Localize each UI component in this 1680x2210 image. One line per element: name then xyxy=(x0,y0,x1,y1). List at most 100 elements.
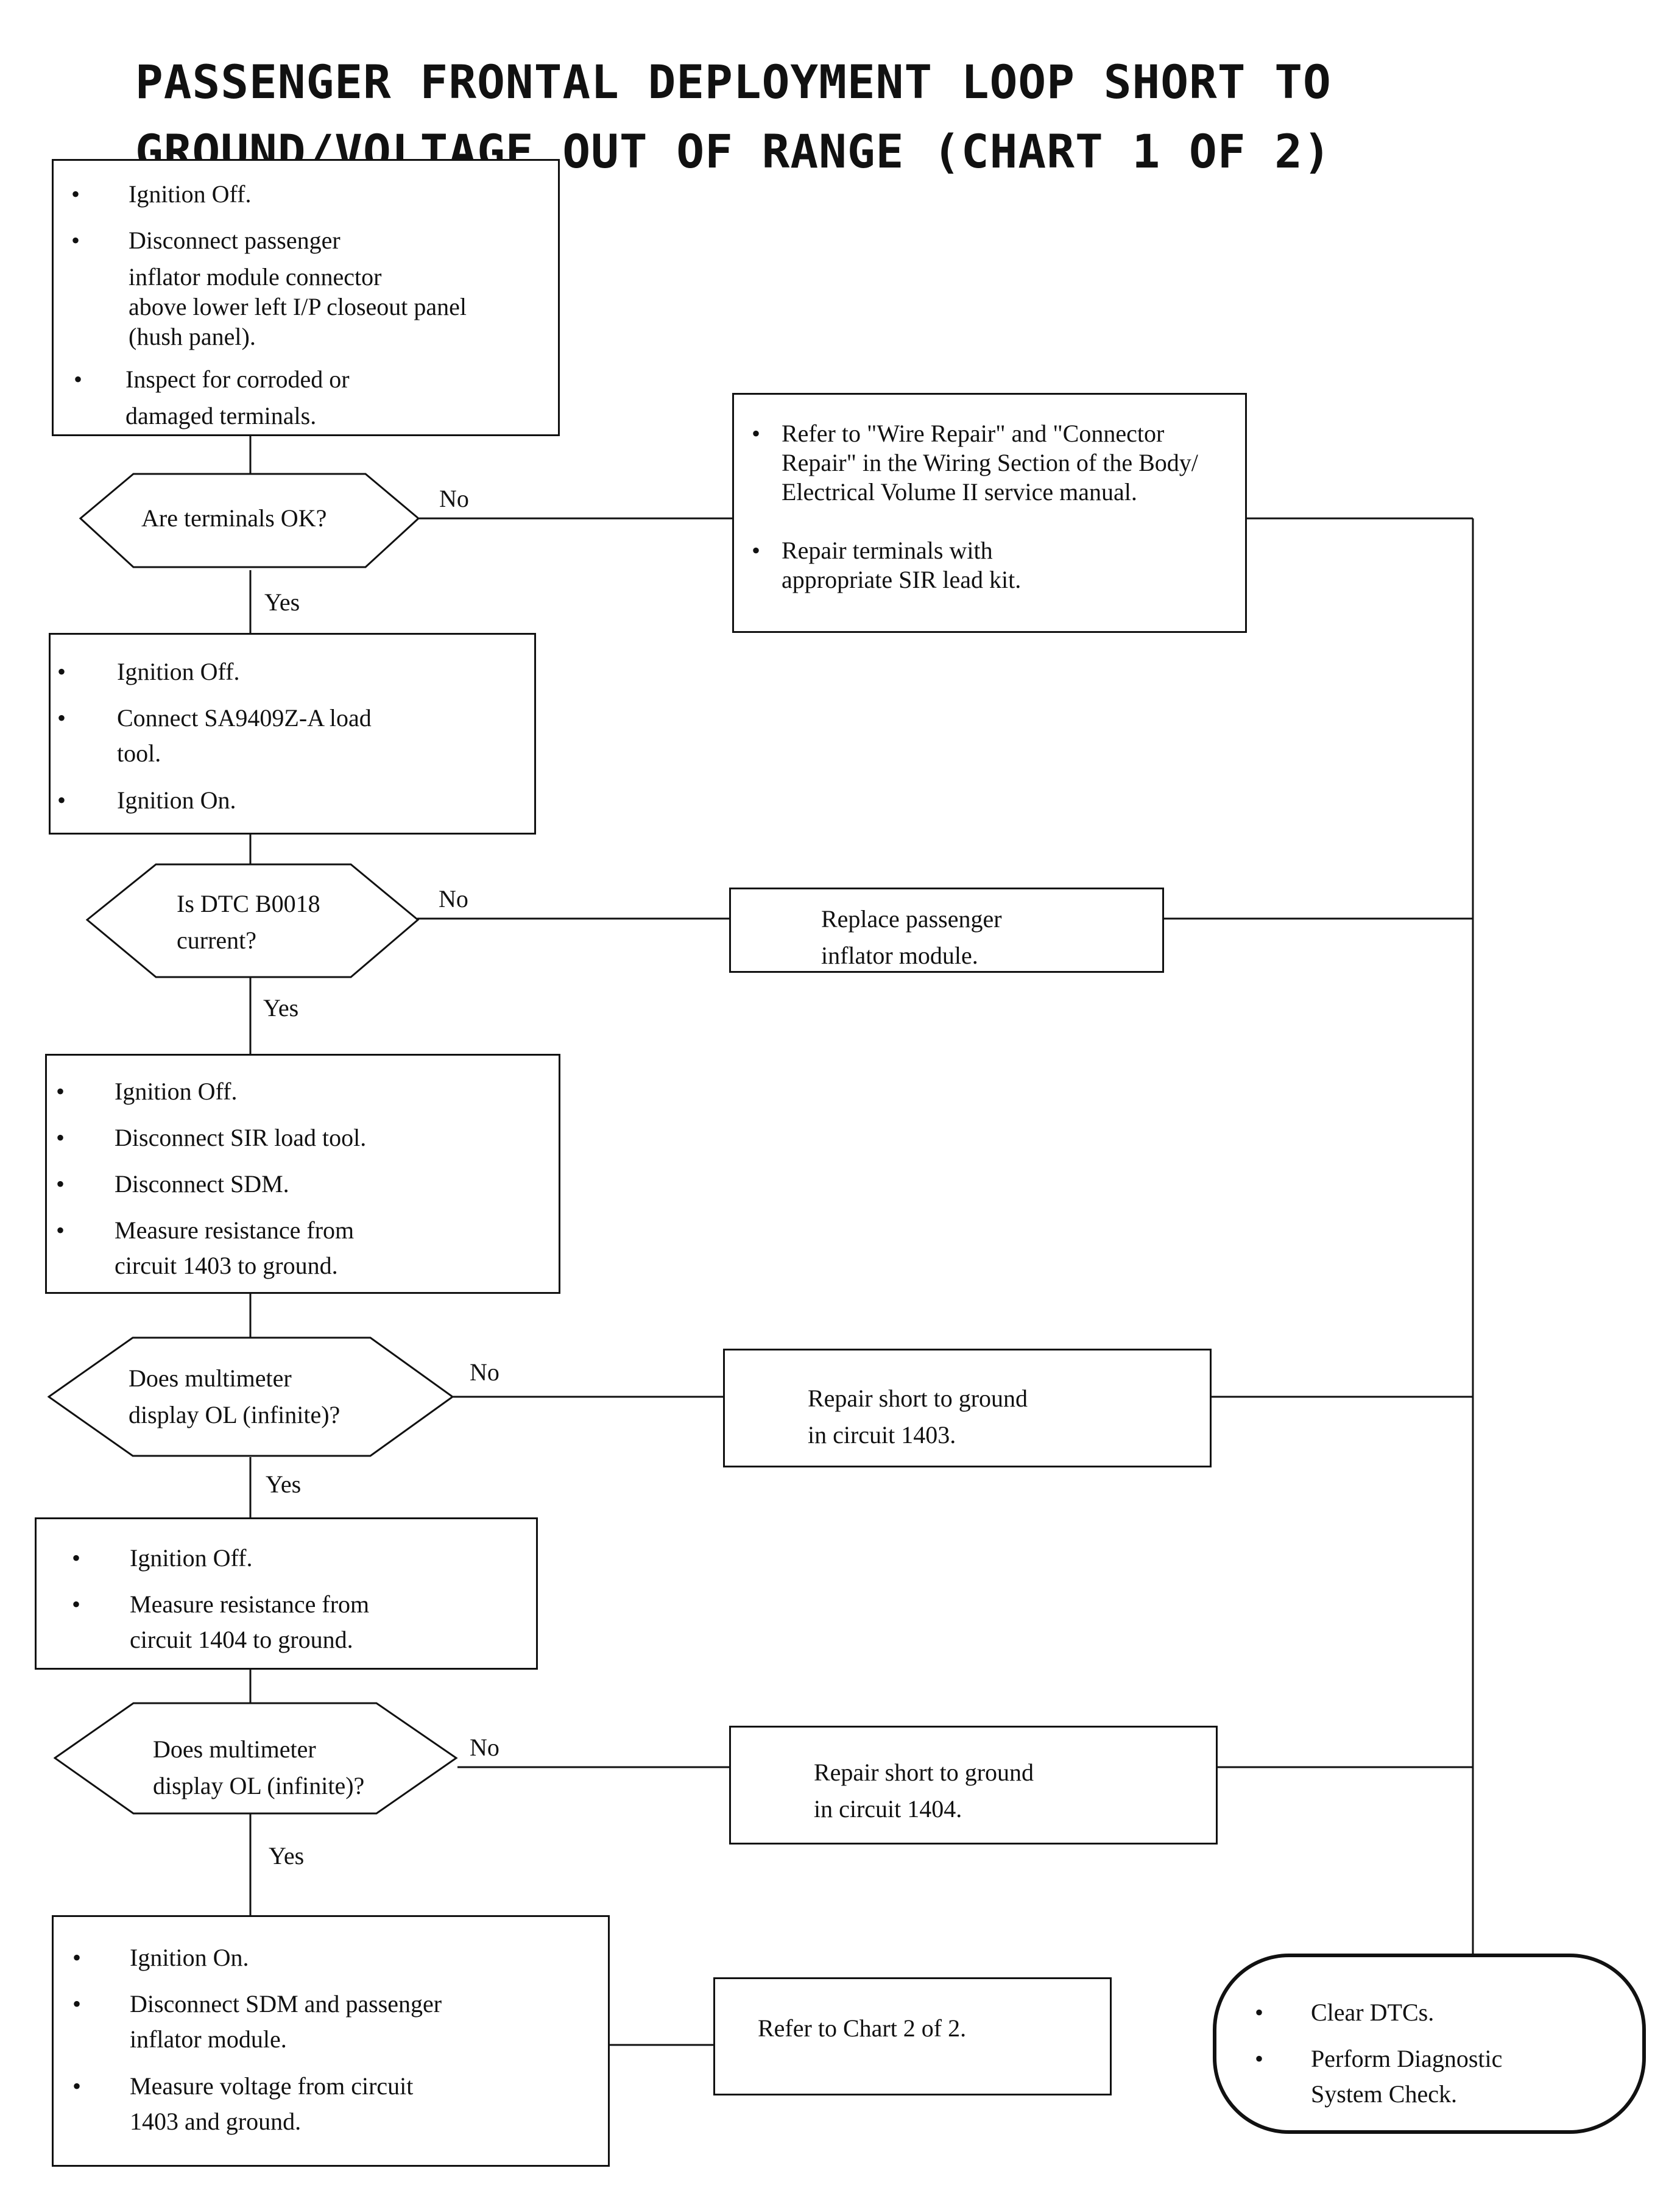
bullet-glyph: • xyxy=(1255,2045,1264,2072)
title-line-1: PASSENGER FRONTAL DEPLOYMENT LOOP SHORT … xyxy=(135,55,1332,109)
d2-no-label: No xyxy=(439,885,468,913)
terminal-text: System Check. xyxy=(1311,2080,1457,2108)
step-5-text: 1403 and ground. xyxy=(130,2108,302,2135)
bullet-glyph: • xyxy=(1255,1999,1264,2026)
step-5-list: • Ignition On. • Disconnect SDM and passen… xyxy=(72,1940,442,2139)
step-3-text: circuit 1403 to ground. xyxy=(115,1252,338,1279)
step-4-text: Ignition Off. xyxy=(130,1544,253,1572)
action-5-text-1: Refer to Chart 2 of 2. xyxy=(758,2014,967,2042)
step-1-text: Disconnect passenger xyxy=(129,227,341,254)
step-1-bullet-2: • Disconnect passenger inflator module con… xyxy=(71,223,467,362)
step-2-text: tool. xyxy=(117,740,161,767)
bullet-glyph: • xyxy=(752,420,761,447)
decision-2-text-1: Is DTC B0018 xyxy=(177,890,320,917)
step-5-text: Ignition On. xyxy=(130,1944,249,1971)
step-1-text: damaged terminals. xyxy=(125,402,317,429)
d3-no-label: No xyxy=(470,1358,499,1386)
step-1-text: Inspect for corroded or xyxy=(125,365,350,393)
step-3-bullet-2: • Disconnect SIR load tool. xyxy=(56,1120,366,1167)
terminal-text: Perform Diagnostic xyxy=(1311,2045,1503,2072)
decision-3-text-2: display OL (infinite)? xyxy=(129,1401,341,1428)
d1-yes-label: Yes xyxy=(264,588,300,616)
step-box-3: • Ignition Off. • Disconnect SIR load tool… xyxy=(45,1054,560,1294)
step-3-bullet-3: • Disconnect SDM. xyxy=(56,1167,366,1213)
step-4-text: Measure resistance from xyxy=(130,1590,370,1618)
action-3-text-1: Repair short to ground xyxy=(808,1385,1028,1412)
action-1-text: Refer to "Wire Repair" and "Connector xyxy=(782,420,1165,447)
step-1-text: (hush panel). xyxy=(129,323,256,350)
step-3-bullet-4: • Measure resistance from circuit 1403 to … xyxy=(56,1213,366,1283)
bullet-glyph: • xyxy=(72,2072,82,2100)
terminal-bullet-1: • Clear DTCs. xyxy=(1255,1995,1502,2041)
step-5-text: Disconnect SDM and passenger xyxy=(130,1990,442,2018)
step-1-bullet-3: • Inspect for corroded or damaged terminal… xyxy=(71,362,467,434)
bullet-glyph: • xyxy=(57,658,66,685)
action-2-text-2: inflator module. xyxy=(821,942,978,969)
step-2-bullet-1: • Ignition Off. xyxy=(57,654,372,701)
action-box-2: Replace passenger inflator module. xyxy=(729,888,1164,973)
step-5-bullet-1: • Ignition On. xyxy=(72,1940,442,1986)
step-box-5: • Ignition On. • Disconnect SDM and passen… xyxy=(52,1915,610,2167)
action-4-text-2: in circuit 1404. xyxy=(814,1795,962,1823)
step-4-text: circuit 1404 to ground. xyxy=(130,1626,353,1653)
terminal-text: Clear DTCs. xyxy=(1311,1999,1435,2026)
bullet-glyph: • xyxy=(74,365,83,393)
bullet-glyph: • xyxy=(57,704,66,732)
action-1-text: Repair" in the Wiring Section of the Bod… xyxy=(782,449,1198,476)
action-1-text: appropriate SIR lead kit. xyxy=(782,566,1022,593)
step-1-text: above lower left I/P closeout panel xyxy=(129,293,467,320)
step-box-1: • Ignition Off. • Disconnect passenger infl… xyxy=(52,159,560,436)
bullet-glyph: • xyxy=(71,227,80,254)
action-1-text: Electrical Volume II service manual. xyxy=(782,478,1137,506)
step-2-text: Ignition Off. xyxy=(117,658,240,685)
step-1-list: • Ignition Off. • Disconnect passenger infl… xyxy=(71,177,467,434)
step-3-text: Ignition Off. xyxy=(115,1078,238,1105)
bullet-glyph: • xyxy=(56,1078,65,1105)
bullet-glyph: • xyxy=(56,1124,65,1151)
decision-diamond-1 xyxy=(79,473,420,568)
decision-diamond-2 xyxy=(86,863,420,978)
action-box-4: Repair short to ground in circuit 1404. xyxy=(729,1726,1218,1845)
step-1-text: inflator module connector xyxy=(129,263,382,291)
step-3-text: Measure resistance from xyxy=(115,1216,355,1244)
action-1-text: Repair terminals with xyxy=(782,537,993,564)
step-2-text: Ignition On. xyxy=(117,786,236,814)
decision-diamond-4 xyxy=(54,1702,458,1815)
step-3-list: • Ignition Off. • Disconnect SIR load tool… xyxy=(56,1074,366,1283)
step-3-text: Disconnect SDM. xyxy=(115,1170,289,1198)
bullet-glyph: • xyxy=(56,1170,65,1198)
action-box-5: Refer to Chart 2 of 2. xyxy=(713,1977,1112,2095)
action-box-3: Repair short to ground in circuit 1403. xyxy=(723,1349,1212,1467)
bullet-glyph: • xyxy=(72,1590,81,1618)
decision-diamond-3 xyxy=(48,1336,454,1457)
step-1-bullet-1: • Ignition Off. xyxy=(71,177,467,223)
d3-yes-label: Yes xyxy=(266,1470,302,1498)
bullet-glyph: • xyxy=(72,1944,82,1971)
action-3-text-2: in circuit 1403. xyxy=(808,1421,956,1449)
step-5-bullet-3: • Measure voltage from circuit 1403 and gr… xyxy=(72,2069,442,2139)
decision-4-text-1: Does multimeter xyxy=(153,1735,316,1763)
d1-no-label: No xyxy=(439,485,469,512)
bullet-glyph: • xyxy=(752,537,761,564)
decision-2-text-2: current? xyxy=(177,927,257,954)
decision-4-text-2: display OL (infinite)? xyxy=(153,1772,365,1799)
bullet-glyph: • xyxy=(56,1216,65,1244)
step-3-text: Disconnect SIR load tool. xyxy=(115,1124,367,1151)
step-5-text: Measure voltage from circuit xyxy=(130,2072,414,2100)
step-2-bullet-3: •Ignition On. xyxy=(57,783,372,818)
step-1-text: Ignition Off. xyxy=(129,180,252,208)
bullet-glyph: • xyxy=(71,180,80,208)
bullet-glyph: • xyxy=(72,1990,82,2018)
decision-3-text-1: Does multimeter xyxy=(129,1364,292,1392)
